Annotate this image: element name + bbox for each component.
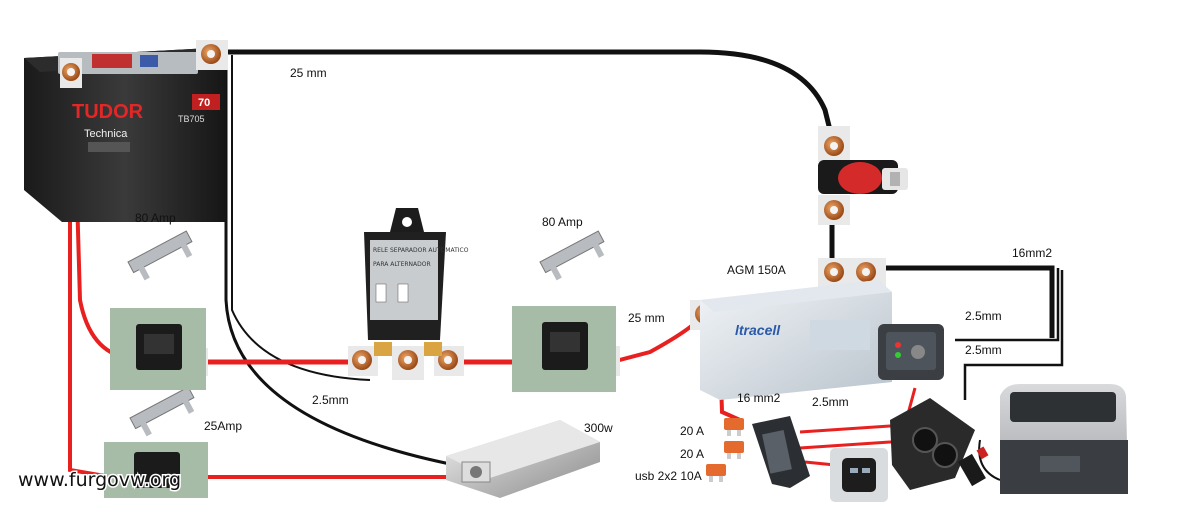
usb-socket: [830, 448, 888, 502]
negative-wire-fridge: [978, 439, 1001, 481]
terminal-lug: [818, 258, 850, 288]
label-wire-25-c: 2.5mm: [812, 395, 849, 409]
label-wire-aux: 25 mm: [628, 311, 665, 325]
label-inverter: 300w: [584, 421, 613, 435]
blade-fuses: [706, 418, 744, 482]
fuse-strip: [127, 230, 193, 281]
watermark: www.furgovw.org: [18, 469, 181, 491]
relay: RELE SEPARADOR AUTOMATICO PARA ALTERNADO…: [364, 208, 469, 356]
control-panel: [878, 324, 944, 380]
portable-fridge: [1000, 384, 1128, 494]
fuse-strips: [127, 230, 605, 437]
fuse-holder-80a-2: [512, 306, 616, 392]
label-fuse3: 25Amp: [204, 419, 242, 433]
battery-series: Technica: [84, 128, 128, 140]
negative-wire-down-2: [231, 55, 371, 381]
negative-wire-down: [224, 55, 456, 467]
label-fuse1: 80 Amp: [135, 211, 176, 225]
battery-cutoff-switch: [818, 160, 908, 194]
battery-brand: TUDOR: [72, 101, 144, 123]
terminal-lug: [60, 58, 82, 88]
socket-panel: [890, 398, 975, 490]
fuse-strip: [539, 230, 605, 281]
terminal-lug: [818, 126, 850, 162]
label-fuse-usb: usb 2x2 10A: [635, 469, 702, 483]
negative-wire-25-a: [955, 268, 1060, 342]
terminal-lug: [196, 40, 228, 70]
blade-fuse-20a-1: [724, 418, 744, 436]
negative-wire-25-b: [963, 270, 1064, 400]
aux-battery: ltracell: [700, 280, 892, 400]
fuse-holder-25a: [104, 442, 208, 498]
label-fuse2: 80 Amp: [542, 215, 583, 229]
car-plug: [958, 446, 989, 487]
fuse-holder-80a-1: [110, 308, 206, 390]
label-fuse-20a-2: 20 A: [680, 447, 704, 461]
terminal-lug: [348, 346, 378, 376]
aux-battery-brand: ltracell: [735, 322, 781, 338]
label-wire-25-a: 2.5mm: [965, 309, 1002, 323]
blade-fuse-usb: [706, 464, 726, 482]
negative-wire-top: [228, 49, 835, 139]
label-fuse-20a-1: 20 A: [680, 424, 704, 438]
negative-wire-16mm2: [880, 265, 1055, 338]
terminal-lug: [818, 195, 850, 225]
wires: [68, 49, 1064, 481]
blade-fuse-20a-2: [724, 441, 744, 459]
label-wire-16: 16 mm2: [737, 391, 781, 405]
terminal-lug: [392, 346, 424, 380]
battery-capacity: 70: [198, 97, 210, 109]
relay-text-1: RELE SEPARADOR AUTOMATICO: [373, 247, 469, 254]
label-wire-16mm2: 16mm2: [1012, 246, 1052, 260]
relay-text-2: PARA ALTERNADOR: [373, 261, 431, 268]
label-wire-top: 25 mm: [290, 66, 327, 80]
inverter: [446, 420, 600, 498]
battery-model: TB705: [178, 114, 205, 124]
label-aux-battery-type: AGM 150A: [727, 263, 786, 277]
main-battery: TUDOR Technica 70 TB705: [24, 48, 226, 222]
fuse-box: [752, 416, 810, 488]
label-wire-relay: 2.5mm: [312, 393, 349, 407]
fuse-strip: [129, 386, 195, 437]
label-wire-25-b: 2.5mm: [965, 343, 1002, 357]
